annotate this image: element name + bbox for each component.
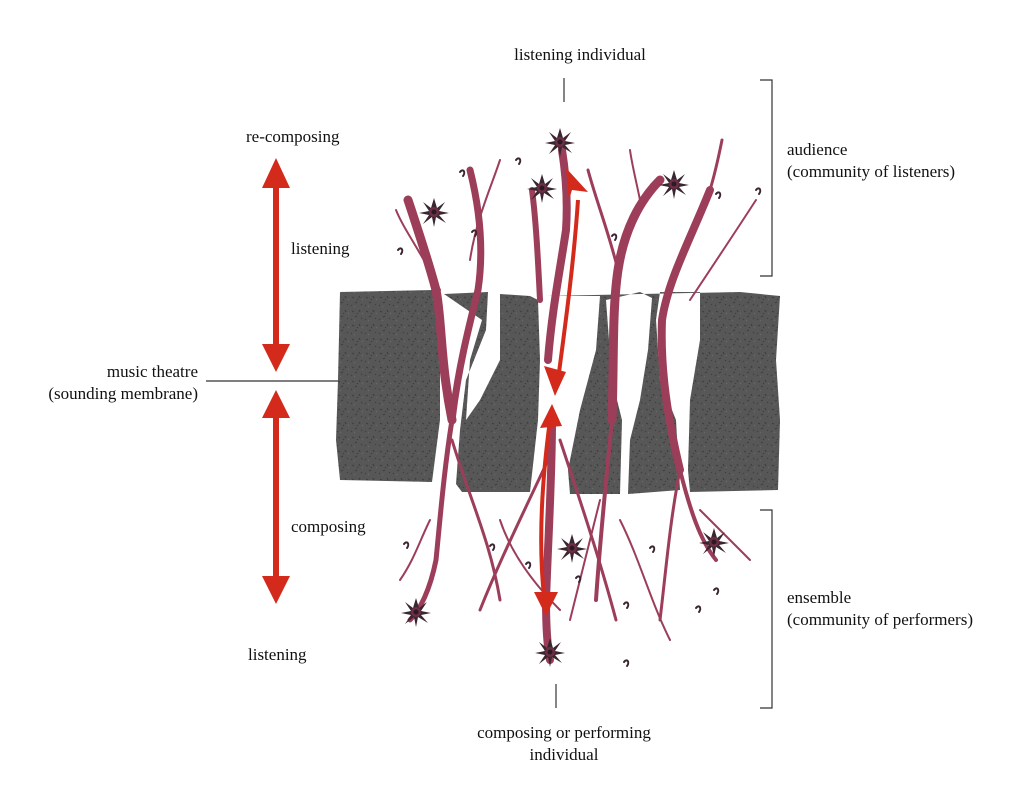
audience-bracket xyxy=(760,79,773,277)
label-re-composing: re-composing xyxy=(246,127,340,146)
leader-lines xyxy=(206,78,565,708)
label-audience-line1: audience xyxy=(787,140,848,159)
label-audience: audience (community of listeners) xyxy=(787,139,955,183)
root-fibres xyxy=(395,138,757,664)
membrane-block xyxy=(336,290,780,494)
label-listening-lower: listening xyxy=(248,645,307,664)
flow-arrow-lower xyxy=(534,404,562,616)
seed-curls xyxy=(397,157,762,667)
label-ensemble-line1: ensemble xyxy=(787,588,852,607)
flow-arrow-upper xyxy=(544,168,588,396)
label-music-theatre-line1: music theatre xyxy=(106,362,198,381)
label-music-theatre-line2: (sounding membrane) xyxy=(48,384,198,403)
label-music-theatre: music theatre (sounding membrane) xyxy=(0,361,198,405)
label-composing: composing xyxy=(291,517,366,536)
label-composing-individual-line2: individual xyxy=(529,745,599,764)
left-arrow-top xyxy=(262,158,290,372)
label-listening-upper: listening xyxy=(291,239,350,258)
label-ensemble: ensemble (community of performers) xyxy=(787,587,973,631)
ensemble-bracket xyxy=(760,509,773,709)
label-ensemble-line2: (community of performers) xyxy=(787,610,973,629)
label-listening-individual: listening individual xyxy=(514,45,646,64)
left-arrow-bottom xyxy=(262,390,290,604)
label-composing-individual-line1: composing or performing xyxy=(477,723,651,742)
label-composing-individual: composing or performing individual xyxy=(434,722,694,766)
label-audience-line2: (community of listeners) xyxy=(787,162,956,181)
